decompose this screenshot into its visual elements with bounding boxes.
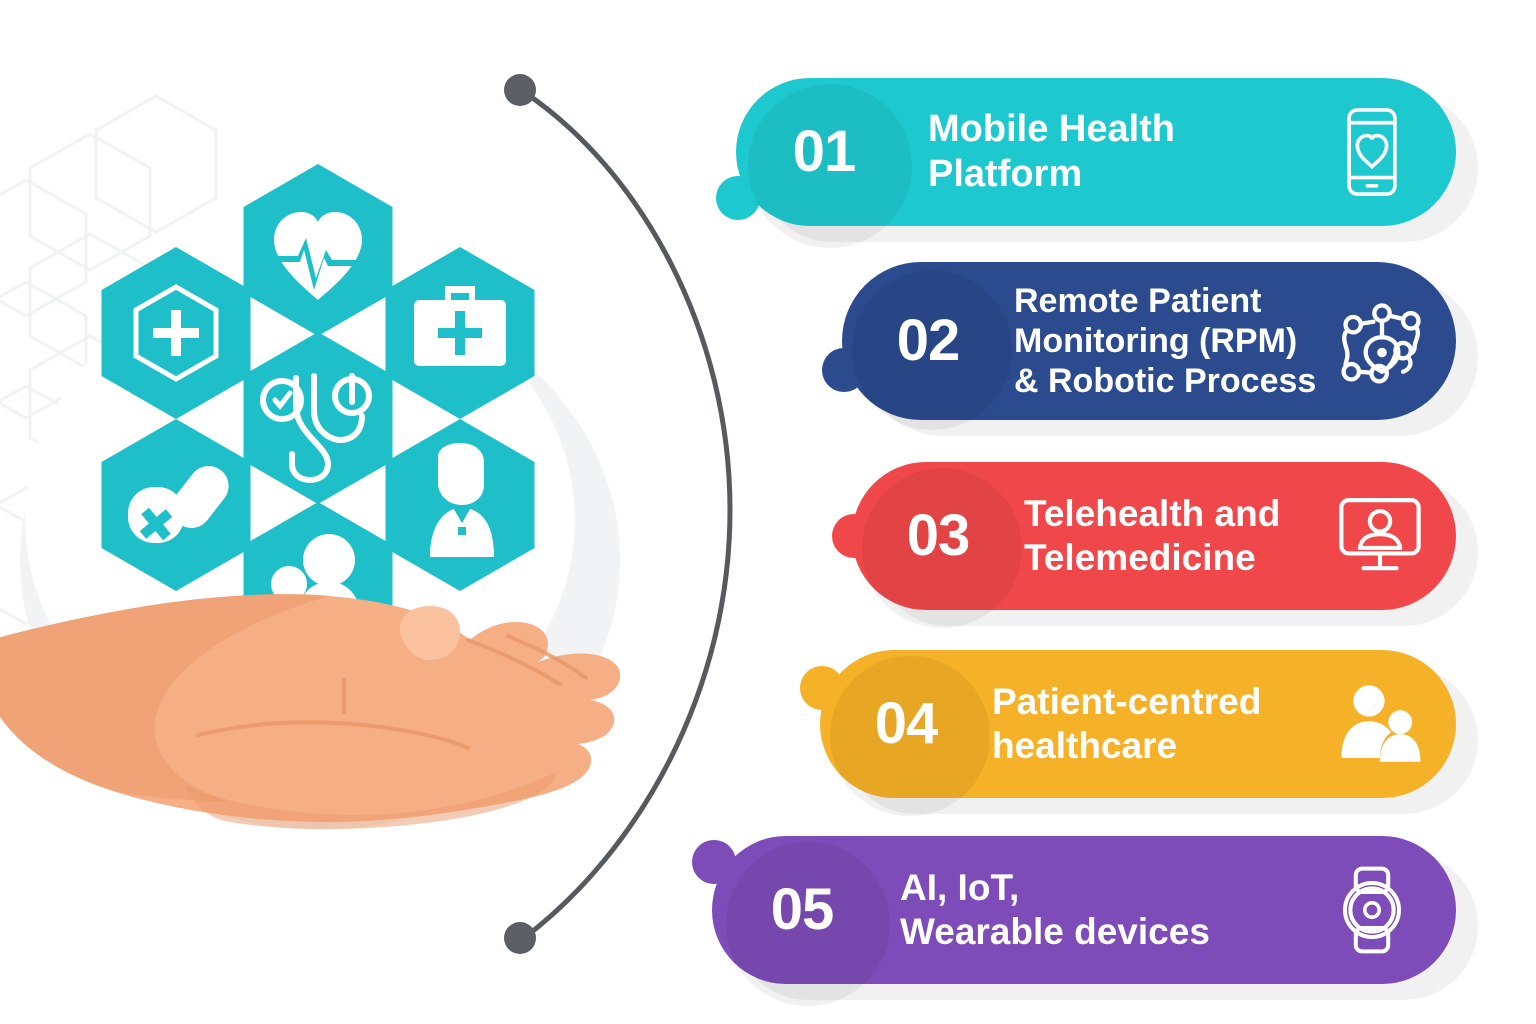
smartwatch-icon — [1302, 864, 1442, 956]
number-backdrop — [726, 842, 890, 1006]
open-hand-illustration — [0, 593, 621, 830]
people-care-icon — [1316, 682, 1444, 766]
list-item-02[interactable]: 02 Remote Patient Monitoring (RPM) & Rob… — [822, 262, 1478, 436]
item-label: Remote Patient Monitoring (RPM) & Roboti… — [1014, 281, 1317, 401]
plus-sign-icon — [153, 310, 199, 356]
stethoscope-check-icon — [260, 373, 372, 484]
medical-bag-icon — [414, 286, 506, 366]
item-label: AI, IoT, Wearable devices — [900, 867, 1210, 952]
number-backdrop — [862, 468, 1022, 628]
item-label: Patient-centred healthcare — [992, 681, 1262, 766]
heart-pulse-icon — [272, 212, 364, 300]
item-number: 05 — [770, 877, 835, 942]
number-backdrop — [748, 84, 912, 248]
item-number: 03 — [906, 503, 971, 568]
hand-with-healthcare-hexagons-illustration — [0, 164, 621, 830]
item-list: 01 Mobile Health Platform 02 Remote Pati… — [692, 0, 1536, 1024]
item-connector-nub — [692, 840, 736, 884]
connector-arc — [504, 74, 733, 954]
item-number: 04 — [874, 691, 939, 756]
list-item-03[interactable]: 03 Telehealth and Telemedicine — [832, 462, 1478, 628]
list-item-01[interactable]: 01 Mobile Health Platform — [716, 78, 1478, 248]
arc-bottom-dot — [504, 922, 536, 954]
hexagon-plus-icon — [133, 284, 219, 382]
doctor-icon — [430, 443, 494, 557]
item-label: Mobile Health Platform — [928, 108, 1176, 195]
item-number: 01 — [792, 119, 857, 184]
mobile-heart-icon — [1302, 106, 1442, 198]
list-item-04[interactable]: 04 Patient-centred healthcare — [800, 650, 1478, 816]
item-number: 02 — [896, 308, 961, 373]
number-backdrop — [830, 656, 990, 816]
telemedicine-monitor-icon — [1316, 494, 1444, 578]
list-item-05[interactable]: 05 AI, IoT, Wearable devices — [692, 836, 1478, 1006]
arc-top-dot — [504, 74, 536, 106]
iot-network-icon — [1318, 293, 1446, 389]
item-label: Telehealth and Telemedicine — [1024, 493, 1281, 578]
pills-capsule-icon — [128, 465, 229, 543]
number-backdrop — [852, 270, 1012, 430]
